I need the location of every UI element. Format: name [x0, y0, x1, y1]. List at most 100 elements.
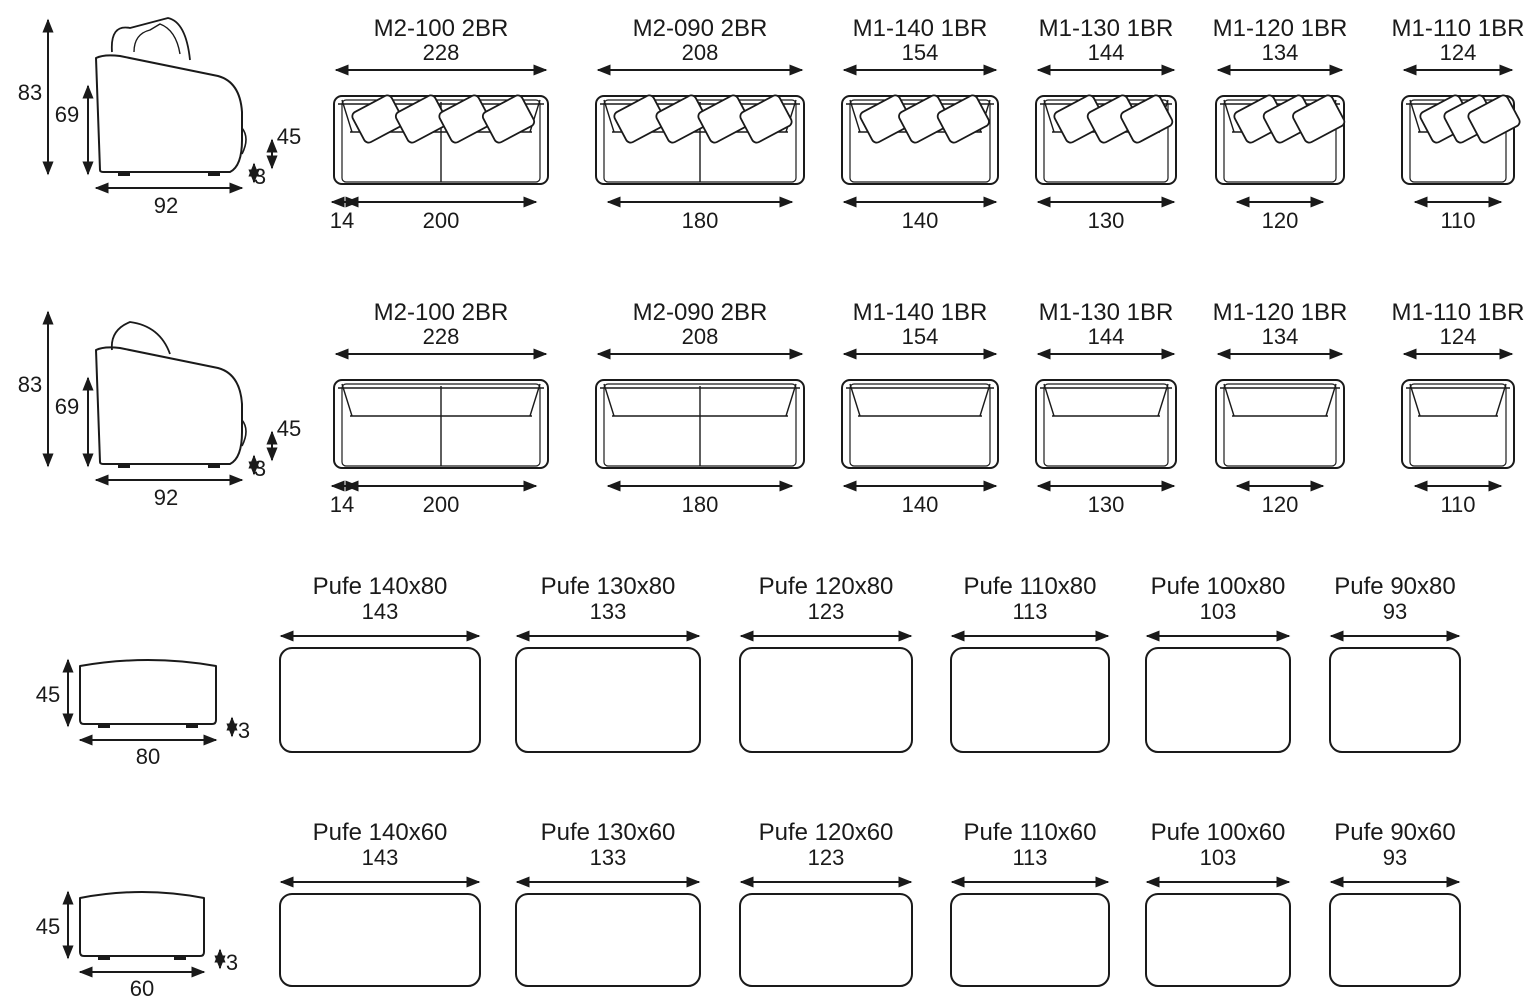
pouf-side-leg	[98, 724, 110, 728]
back-cushion	[613, 94, 667, 144]
overall-width-label: 134	[1262, 40, 1299, 65]
seat-width-label: 120	[1262, 492, 1299, 517]
sofa-side-leg	[118, 464, 130, 468]
sofa-corner-line	[849, 99, 861, 133]
sofa-side-body	[95, 54, 243, 173]
pouf-name: Pufe 120x80	[759, 573, 894, 600]
back-cushion	[898, 94, 952, 144]
pouf-overall-label: 103	[1200, 845, 1237, 870]
sofa-corner-line	[1495, 383, 1507, 417]
sofa-side-body	[95, 346, 243, 465]
pouf-outline	[950, 647, 1110, 753]
overall-width-label: 228	[423, 324, 460, 349]
sofa-side-leg	[208, 172, 220, 176]
overall-width-label: 208	[682, 324, 719, 349]
pouf-name: Pufe 120x60	[759, 819, 894, 846]
sofa-corner-line	[785, 383, 797, 417]
sofa-outline	[841, 379, 999, 469]
pouf-overall-label: 143	[362, 845, 399, 870]
pouf-overall-label: 103	[1200, 599, 1237, 624]
back-cushion	[739, 94, 793, 144]
model-name: M1-110 1BR	[1392, 299, 1525, 326]
label-total-height: 83	[18, 372, 42, 397]
model-name: M1-120 1BR	[1213, 15, 1348, 42]
sofa-corner-line	[1223, 99, 1235, 133]
pouf-overall-label: 133	[590, 599, 627, 624]
pouf-name: Pufe 110x60	[964, 819, 1097, 846]
sofa-inner-outline	[1223, 99, 1337, 183]
pouf-overall-label: 123	[808, 845, 845, 870]
pouf-side-body	[79, 659, 217, 725]
overall-width-label: 154	[902, 40, 939, 65]
model-name: M2-090 2BR	[633, 299, 768, 326]
sofa-outline	[595, 379, 805, 469]
sofa-corner-line	[1223, 383, 1235, 417]
sofa-outline	[1401, 379, 1515, 469]
overall-width-label: 144	[1088, 324, 1125, 349]
pouf-name: Pufe 100x80	[1151, 573, 1286, 600]
model-name: M2-100 2BR	[374, 15, 509, 42]
back-cushion	[655, 94, 709, 144]
sofa-outline	[841, 95, 999, 185]
seat-width-label: 140	[902, 492, 939, 517]
sofa-inner-outline	[1043, 99, 1169, 183]
back-cushion	[394, 94, 449, 144]
label-seat-height: 45	[277, 416, 301, 441]
sofa-corner-line	[341, 383, 353, 417]
pouf-overall-label: 93	[1383, 845, 1407, 870]
label-leg-height: 3	[254, 456, 266, 481]
back-cushion	[859, 94, 913, 144]
sofa-side-cushion	[110, 17, 191, 61]
label-back-height: 69	[55, 102, 79, 127]
seat-width-label: 110	[1440, 208, 1475, 233]
sofa-inner-outline	[1043, 383, 1169, 467]
pouf-name: Pufe 130x60	[541, 819, 676, 846]
pouf-outline	[1145, 893, 1291, 987]
pouf-outline	[515, 647, 701, 753]
sofa-corner-line	[1043, 383, 1055, 417]
back-cushion	[697, 94, 751, 144]
sofa-side-cushion	[110, 321, 171, 355]
pouf-name: Pufe 90x60	[1334, 819, 1455, 846]
pouf-name: Pufe 100x60	[1151, 819, 1286, 846]
pouf-name: Pufe 130x80	[541, 573, 676, 600]
back-cushion	[936, 94, 990, 144]
pouf-outline	[1329, 647, 1461, 753]
pouf-outline	[950, 893, 1110, 987]
pouf-overall-label: 123	[808, 599, 845, 624]
pouf-outline	[279, 893, 481, 987]
sofa-outline	[333, 379, 549, 469]
overall-width-label: 144	[1088, 40, 1125, 65]
pouf-outline	[1145, 647, 1291, 753]
sofa-inner-outline	[1223, 383, 1337, 467]
pouf-side-leg	[186, 724, 198, 728]
seat-width-label: 110	[1440, 492, 1475, 517]
back-cushion	[351, 94, 405, 144]
sofa-corner-line	[979, 383, 991, 417]
back-cushion	[1292, 94, 1346, 144]
pouf-name: Pufe 110x80	[964, 573, 1097, 600]
sofa-corner-line	[603, 99, 615, 133]
label-seat-height: 45	[277, 124, 301, 149]
label-pouf-height: 45	[36, 914, 60, 939]
seat-width-label: 200	[423, 208, 460, 233]
back-cushion	[1467, 94, 1521, 144]
back-cushion	[481, 94, 536, 144]
label-pouf-height: 45	[36, 682, 60, 707]
pouf-side-leg	[98, 956, 110, 960]
seat-width-label: 140	[902, 208, 939, 233]
overall-width-label: 208	[682, 40, 719, 65]
pouf-name: Pufe 90x80	[1334, 573, 1455, 600]
seat-width-label: 180	[682, 492, 719, 517]
sofa-corner-line	[1409, 99, 1421, 133]
sofa-corner-line	[603, 383, 615, 417]
arm-width-label: 14	[330, 492, 354, 517]
model-name: M2-100 2BR	[374, 299, 509, 326]
model-name: M1-140 1BR	[853, 15, 988, 42]
model-name: M1-130 1BR	[1039, 15, 1174, 42]
pouf-overall-label: 113	[1012, 599, 1047, 624]
pouf-outline	[515, 893, 701, 987]
pouf-side-body	[79, 891, 205, 957]
label-pouf-depth: 60	[130, 976, 154, 998]
